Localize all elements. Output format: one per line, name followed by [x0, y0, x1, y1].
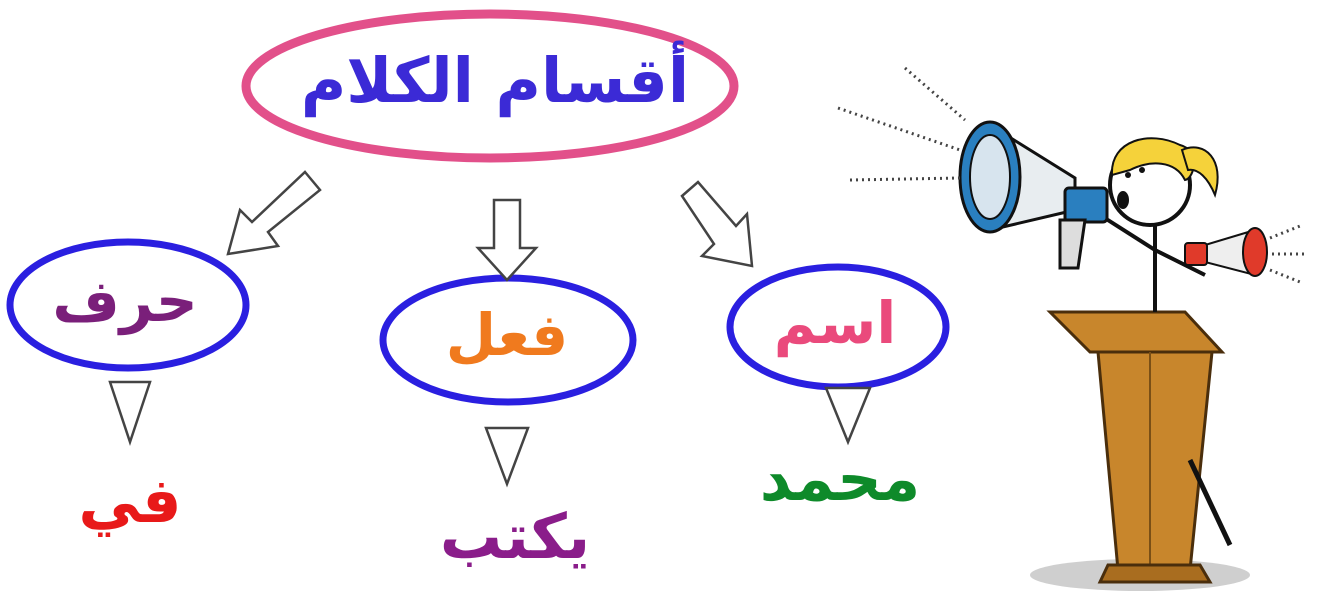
arrow-to-fiel	[475, 198, 539, 282]
triangle-ism	[824, 386, 872, 446]
triangle-fiel	[484, 426, 530, 488]
root-ellipse	[241, 9, 739, 163]
harf-ellipse	[6, 238, 250, 372]
speaker-illustration	[837, 66, 1305, 591]
triangle-harf	[108, 380, 152, 446]
category-label-harf: حرف	[52, 267, 198, 335]
category-label-fiel: فعل	[445, 301, 569, 369]
root-title: أقسام الكلام	[300, 44, 690, 117]
example-fiel: يكتب	[439, 500, 591, 573]
example-ism: محمد	[759, 442, 921, 515]
category-label-ism: اسم	[773, 289, 897, 357]
example-harf: في	[78, 464, 182, 537]
arrow-to-harf	[226, 170, 322, 256]
arrow-to-ism	[680, 180, 754, 268]
